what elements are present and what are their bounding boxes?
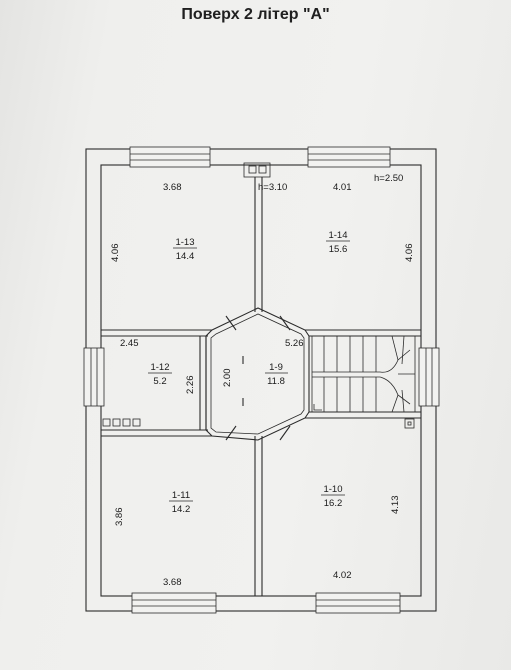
dim-1-10-width: 4.02 [333,570,352,581]
dim-1-14-width: 4.01 [333,182,352,193]
room-1-13: 1-13 14.4 [173,237,197,262]
height-label-2: h=2.50 [374,173,403,184]
room-area: 5.2 [153,376,166,387]
height-label-1: h=3.10 [258,182,287,193]
interior-walls [101,177,421,596]
dim-1-9-width: 5.26 [285,338,304,349]
dim-1-12-height: 2.26 [185,376,196,395]
room-area: 14.2 [172,504,191,515]
room-id: 1-12 [150,362,169,373]
dim-1-10-height: 4.13 [390,496,401,515]
outer-walls [85,148,437,612]
room-1-9: 1-9 11.8 [265,362,288,387]
room-id: 1-10 [323,484,342,495]
room-1-12: 1-12 5.2 [148,362,172,387]
dim-1-13-width: 3.68 [163,182,182,193]
room-id: 1-9 [269,362,283,373]
page-title: Поверх 2 літер "А" [181,6,330,23]
room-area: 11.8 [267,376,285,387]
dim-1-13-height: 4.06 [110,244,121,263]
room-1-11: 1-11 14.2 [169,490,193,515]
room-id: 1-13 [175,237,194,248]
room-id: 1-14 [328,230,347,241]
dim-1-9-height: 2.00 [222,369,233,388]
room-1-14: 1-14 15.6 [326,230,350,255]
room-1-10: 1-10 16.2 [321,484,345,509]
windows [83,146,440,614]
dim-1-14-height: 4.06 [404,244,415,263]
dim-1-11-height: 3.86 [114,508,125,527]
room-area: 16.2 [324,498,343,509]
dim-1-11-width: 3.68 [163,577,182,588]
vent-squares [102,418,415,429]
room-area: 15.6 [329,244,348,255]
dim-1-12-width: 2.45 [120,338,139,349]
room-id: 1-11 [172,490,190,501]
vent-shaft [243,162,271,178]
room-area: 14.4 [176,251,195,262]
staircase [311,335,416,413]
